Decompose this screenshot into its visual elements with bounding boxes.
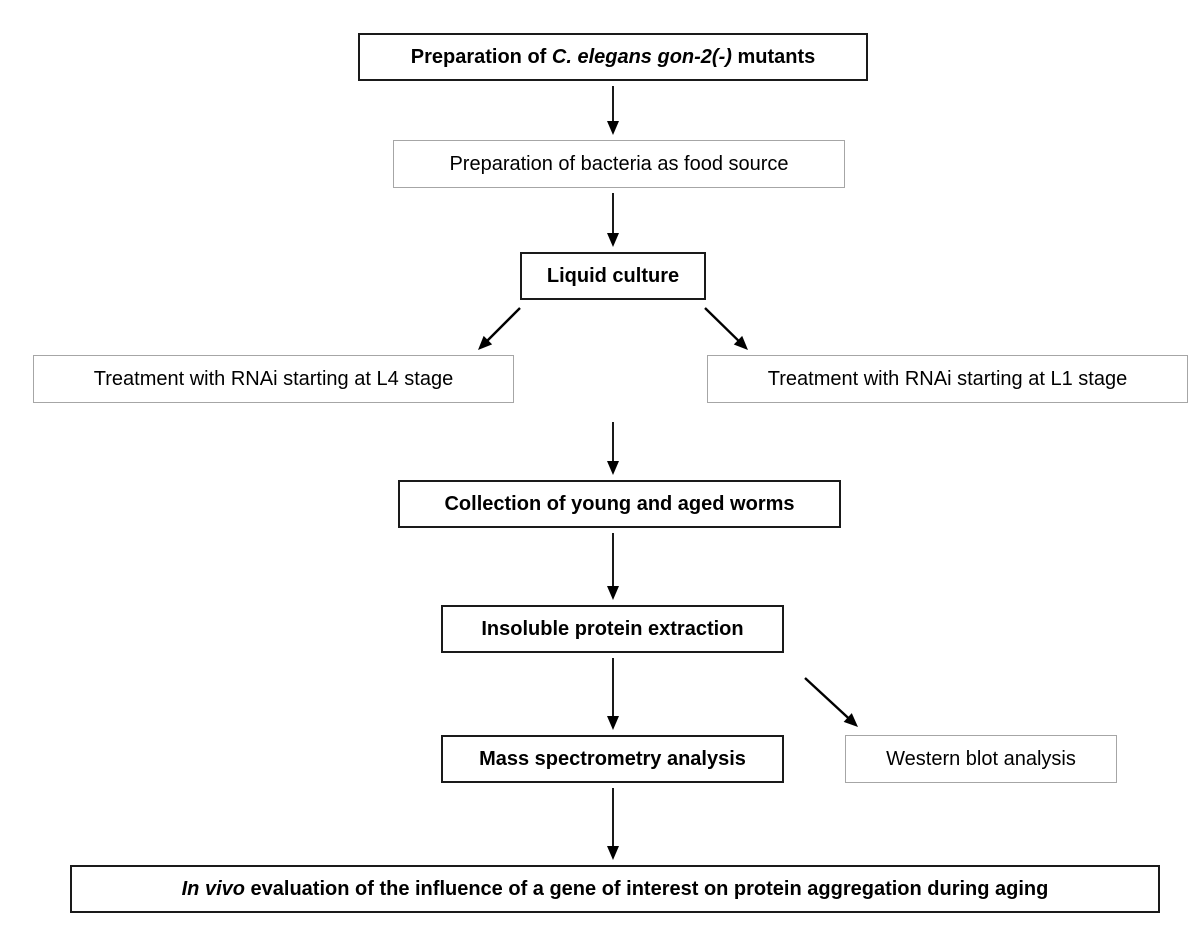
edge-collection-to-insoluble [607, 533, 619, 600]
label-part: mutants [731, 45, 816, 68]
node-collection-worms: Collection of young and aged worms [398, 480, 841, 528]
node-label-liquid-culture: Liquid culture [547, 265, 679, 288]
node-label-mass-spectrometry: Mass spectrometry analysis [479, 748, 746, 771]
edge-culture-to-l4 [478, 307, 521, 350]
node-in-vivo-evaluation: In vivo evaluation of the influence of a… [70, 865, 1160, 913]
node-rnai-l4: Treatment with RNAi starting at L4 stage [33, 355, 514, 403]
edge-culture-to-l1 [704, 307, 748, 350]
label-part: Collection of young and aged worms [444, 492, 795, 515]
node-label-prep-bacteria: Preparation of bacteria as food source [449, 153, 788, 176]
node-rnai-l1: Treatment with RNAi starting at L1 stage [707, 355, 1188, 403]
node-liquid-culture: Liquid culture [520, 252, 706, 300]
label-part: C. elegans gon-2(-) [551, 45, 732, 68]
label-part: Western blot analysis [886, 747, 1076, 770]
edge-insoluble-to-massspec [607, 658, 619, 730]
label-part: Preparation of bacteria as food source [449, 152, 789, 175]
node-label-insoluble-protein: Insoluble protein extraction [481, 618, 743, 641]
edge-mutants-to-bacteria [607, 86, 619, 135]
node-prep-mutants: Preparation of C. elegans gon-2(-) mutan… [358, 33, 868, 81]
node-label-rnai-l4: Treatment with RNAi starting at L4 stage [94, 368, 453, 391]
label-part: In vivo [181, 877, 245, 900]
label-part: evaluation of the influence of a gene of… [244, 877, 1049, 900]
node-label-rnai-l1: Treatment with RNAi starting at L1 stage [768, 368, 1127, 391]
node-prep-bacteria: Preparation of bacteria as food source [393, 140, 845, 188]
edge-massspec-to-invivo [607, 788, 619, 860]
label-part: Mass spectrometry analysis [479, 747, 746, 770]
label-part: Insoluble protein extraction [481, 617, 744, 640]
node-label-in-vivo-evaluation: In vivo evaluation of the influence of a… [182, 878, 1049, 901]
label-part: Treatment with RNAi starting at L4 stage [93, 367, 454, 390]
label-part: Treatment with RNAi starting at L1 stage [767, 367, 1128, 390]
edge-bacteria-to-culture [607, 193, 619, 247]
edge-insoluble-to-western [804, 677, 858, 727]
node-label-prep-mutants: Preparation of C. elegans gon-2(-) mutan… [411, 46, 816, 69]
label-part: Preparation of [410, 45, 552, 68]
label-part: Liquid culture [546, 264, 680, 287]
node-mass-spectrometry: Mass spectrometry analysis [441, 735, 784, 783]
node-insoluble-protein: Insoluble protein extraction [441, 605, 784, 653]
node-label-western-blot: Western blot analysis [886, 748, 1076, 771]
edge-rnai-to-collection [607, 422, 619, 475]
node-label-collection-worms: Collection of young and aged worms [444, 493, 794, 516]
node-western-blot: Western blot analysis [845, 735, 1117, 783]
